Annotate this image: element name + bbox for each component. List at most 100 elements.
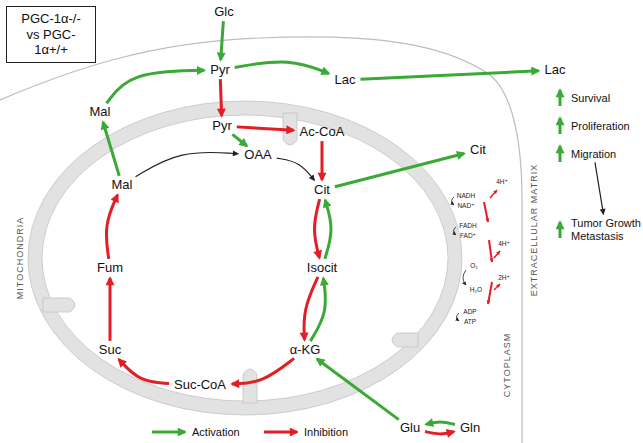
pathway-arrow bbox=[315, 199, 320, 258]
etc-label: ADP bbox=[463, 308, 476, 315]
etc-label: FAD⁺ bbox=[460, 232, 476, 239]
legend-arrow bbox=[264, 431, 297, 434]
legend-arrow bbox=[152, 431, 185, 434]
pathway-arrow bbox=[221, 21, 224, 60]
compartment-label: MITOCHONDRIA bbox=[16, 217, 25, 299]
node-text: Gln bbox=[460, 421, 480, 435]
node-text: Migration bbox=[571, 148, 616, 161]
metabolite: Cit bbox=[467, 143, 489, 157]
pathway-arrow bbox=[595, 162, 603, 214]
compartment-label: EXTRACELLULAR MATRIX bbox=[530, 164, 539, 296]
proton-pump-arrow bbox=[494, 251, 500, 258]
etc-label: NAD⁺ bbox=[457, 203, 474, 210]
legend-swatch bbox=[262, 426, 300, 438]
etc-label: NADH bbox=[457, 192, 475, 199]
node-text: Suc bbox=[99, 343, 121, 357]
node-text: OAA bbox=[244, 148, 271, 162]
pathway-arrow bbox=[103, 122, 119, 176]
outcome: Proliferation bbox=[569, 120, 632, 133]
pathway-arrow bbox=[425, 432, 454, 434]
crista bbox=[43, 298, 75, 312]
metabolite: Lac bbox=[542, 63, 569, 77]
metabolite: Mal bbox=[87, 105, 114, 119]
node-text: Suc-CoA bbox=[174, 378, 226, 392]
metabolite: OAA bbox=[241, 148, 274, 162]
pathway-arrow bbox=[325, 200, 331, 259]
etc-label: 4H⁺ bbox=[498, 241, 510, 248]
etc-label: 4H⁺ bbox=[496, 178, 508, 185]
compartment-label: MITOCHONDRIA bbox=[15, 217, 25, 299]
node-text: Isocit bbox=[307, 261, 337, 275]
increase-arrow bbox=[559, 118, 562, 134]
compartment-label: EXTRACELLULAR MATRIX bbox=[529, 164, 539, 296]
metabolite: Pyr bbox=[207, 63, 233, 77]
legend-text: Activation bbox=[192, 426, 240, 438]
outcome: Migration bbox=[569, 148, 618, 161]
electron-transport-chain bbox=[452, 190, 501, 321]
node-text: Lac bbox=[545, 63, 566, 77]
metabolite: Suc-CoA bbox=[171, 378, 229, 392]
cell-membrane bbox=[0, 37, 522, 443]
etc-label: ATP bbox=[464, 319, 476, 326]
etc-label: ATP bbox=[464, 318, 476, 325]
legend-swatch bbox=[150, 426, 188, 438]
compartment-label: CYTOPLASM bbox=[502, 333, 512, 397]
etc-label: O₂ bbox=[470, 263, 478, 270]
pathway-arrow bbox=[107, 70, 205, 103]
node-text: Fum bbox=[97, 261, 123, 275]
proton-pump-arrow bbox=[494, 284, 500, 290]
metabolite: Pyr bbox=[209, 119, 235, 133]
outer-membrane bbox=[28, 101, 462, 415]
pathway-arrow bbox=[277, 158, 315, 180]
redox-arrow bbox=[454, 227, 457, 235]
etc-label: 2H⁺ bbox=[498, 275, 510, 282]
node-text: Tumor Growth Metastasis bbox=[571, 217, 641, 242]
outcome: Survival bbox=[569, 92, 612, 105]
node-text: Ac-CoA bbox=[300, 125, 345, 139]
etc-label: FADH bbox=[459, 222, 476, 229]
node-text: Survival bbox=[571, 92, 610, 105]
metabolite: Glu bbox=[397, 421, 423, 435]
metabolite: Glc bbox=[211, 5, 237, 19]
legend-text: Inhibition bbox=[304, 426, 348, 438]
node-text: Mal bbox=[112, 178, 133, 192]
metabolite: α-KG bbox=[287, 343, 324, 357]
metabolite: Gln bbox=[457, 421, 483, 435]
pathway-arrow bbox=[109, 278, 112, 341]
crista bbox=[392, 333, 418, 347]
node-text: Pyr bbox=[212, 119, 232, 133]
redox-arrow bbox=[463, 270, 466, 285]
etc-label: 4H⁺ bbox=[498, 240, 510, 247]
metabolite: Mal bbox=[109, 178, 136, 192]
pathway-arrow bbox=[335, 154, 464, 187]
node-text: Pyr bbox=[210, 63, 230, 77]
increase-arrow bbox=[559, 146, 562, 162]
redox-arrow bbox=[457, 313, 460, 321]
pathway-arrow bbox=[232, 134, 246, 146]
node-text: Glu bbox=[400, 421, 420, 435]
etc-arrow bbox=[484, 202, 488, 222]
etc-arrow bbox=[488, 282, 492, 304]
pathway-arrow bbox=[232, 358, 294, 384]
etc-label: FAD⁺ bbox=[460, 233, 476, 240]
etc-label: 2H⁺ bbox=[498, 274, 510, 281]
pathway-arrow bbox=[220, 79, 221, 116]
increase-arrows bbox=[560, 90, 561, 238]
node-text: Lac bbox=[335, 73, 356, 87]
redox-arrow bbox=[452, 197, 455, 205]
outcome: Tumor Growth Metastasis bbox=[569, 217, 643, 242]
node-text: Mal bbox=[90, 105, 111, 119]
mitochondrion bbox=[35, 108, 455, 408]
inner-membrane bbox=[42, 115, 448, 401]
pathway-arrow bbox=[235, 62, 329, 74]
metabolite: Isocit bbox=[304, 261, 340, 275]
pathway-arrow bbox=[106, 195, 117, 259]
node-text: Proliferation bbox=[571, 120, 630, 133]
etc-label: NAD⁺ bbox=[457, 202, 474, 209]
legend-item: Activation bbox=[150, 426, 240, 438]
pathway-arrow bbox=[310, 278, 325, 341]
increase-arrow bbox=[559, 222, 562, 238]
pathway-arrow bbox=[426, 422, 455, 424]
pathway-arrow bbox=[136, 152, 239, 176]
